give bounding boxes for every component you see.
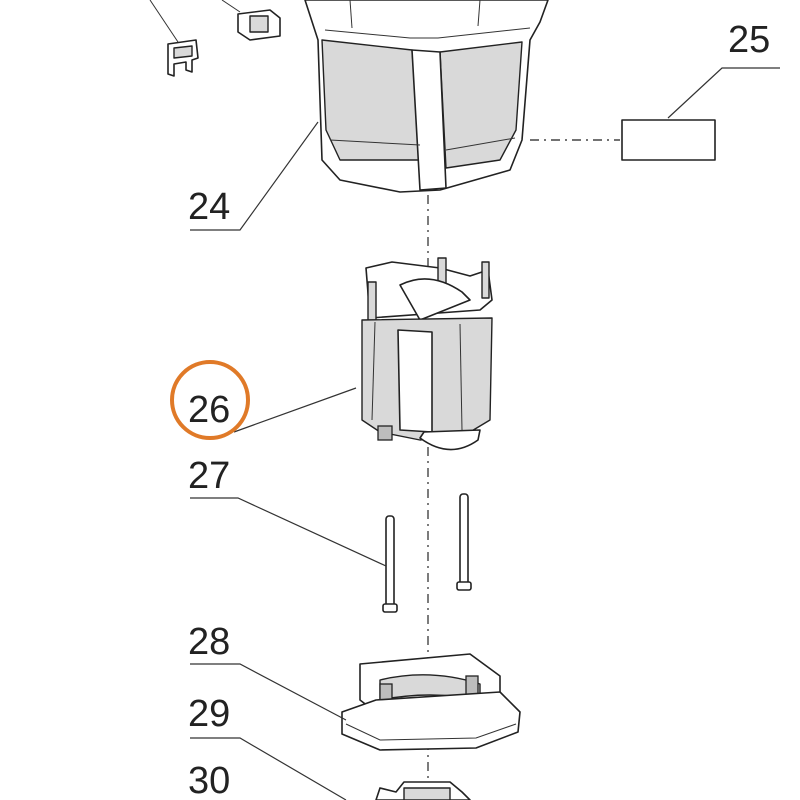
callout-30: 30 [188, 760, 230, 800]
leader-24 [190, 121, 319, 231]
callout-24: 24 [188, 186, 230, 228]
leader-25 [667, 67, 780, 119]
highlight-circle [170, 360, 250, 440]
rods-part-27 [382, 493, 472, 613]
leader-27 [190, 497, 387, 567]
callout-25: 25 [728, 19, 770, 61]
clip-part-right [221, 0, 281, 41]
stator-part-26 [361, 257, 493, 451]
leader-28 [190, 663, 347, 721]
housing-part-24 [304, 0, 549, 193]
clip-part-left [149, 0, 199, 77]
plate-part-29 [341, 691, 521, 751]
callout-29: 29 [188, 693, 230, 735]
callout-27: 27 [188, 455, 230, 497]
leader-lines [190, 67, 780, 800]
callout-26: 26 [188, 389, 230, 431]
leader-29 [190, 737, 347, 800]
piece-part-30 [375, 781, 471, 800]
leader-26 [233, 387, 357, 433]
part-25-block [621, 119, 716, 161]
callout-28: 28 [188, 621, 230, 663]
